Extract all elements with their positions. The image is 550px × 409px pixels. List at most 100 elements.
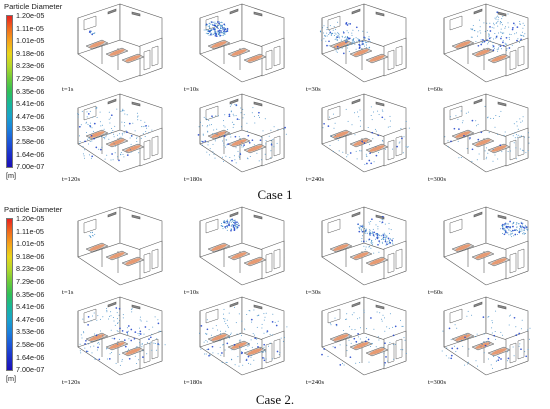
particle xyxy=(359,338,361,340)
legend-tick: 4.47e-06 xyxy=(16,314,45,324)
particle xyxy=(381,116,384,119)
particle xyxy=(256,337,258,339)
particle xyxy=(116,330,118,332)
particle xyxy=(106,310,108,311)
particle xyxy=(335,28,337,30)
particle xyxy=(227,326,229,328)
particle xyxy=(336,325,338,327)
particle xyxy=(351,314,353,316)
particle xyxy=(516,226,518,228)
particle xyxy=(484,150,486,152)
particle xyxy=(442,330,444,332)
particle xyxy=(226,28,229,30)
particle xyxy=(235,147,237,149)
particle xyxy=(223,313,224,315)
particle xyxy=(206,24,208,26)
particle xyxy=(497,19,499,21)
particle xyxy=(271,321,274,323)
time-label: t=10s xyxy=(184,289,199,296)
particle xyxy=(225,146,227,148)
floor-edge xyxy=(77,346,121,376)
particle xyxy=(283,128,285,130)
particle xyxy=(148,329,150,331)
particle xyxy=(508,38,510,40)
particle xyxy=(227,129,229,131)
particle xyxy=(329,31,332,34)
particle xyxy=(337,21,339,23)
particle xyxy=(205,118,207,120)
particle xyxy=(333,35,335,36)
particle xyxy=(257,346,259,348)
patient-body xyxy=(211,131,227,138)
particle xyxy=(517,134,519,136)
particle xyxy=(238,155,240,157)
particle xyxy=(382,237,384,239)
particle xyxy=(520,328,522,330)
front-partition xyxy=(505,127,529,167)
patient-body xyxy=(125,348,141,355)
particle xyxy=(370,115,372,116)
particle xyxy=(254,334,255,336)
particle xyxy=(381,238,383,240)
front-partition xyxy=(139,127,163,167)
particle xyxy=(359,228,361,229)
particle xyxy=(527,329,529,331)
particle xyxy=(99,121,101,123)
legend-tick: 1.11e-05 xyxy=(16,226,44,236)
particle xyxy=(250,339,252,341)
particle xyxy=(213,32,215,34)
particle xyxy=(468,348,470,350)
particle xyxy=(373,231,376,234)
door-outline xyxy=(273,135,281,157)
particle xyxy=(488,341,490,343)
particle xyxy=(487,43,489,45)
particle xyxy=(502,41,504,44)
particle xyxy=(513,142,515,144)
patient-body xyxy=(455,41,471,48)
particle xyxy=(335,33,337,35)
particle xyxy=(261,323,263,325)
particle xyxy=(381,320,383,322)
patient-body xyxy=(491,348,507,355)
door-outline xyxy=(151,135,159,157)
particle xyxy=(209,27,211,29)
particle xyxy=(454,345,456,347)
particle xyxy=(466,148,468,150)
particle xyxy=(512,225,514,228)
particle xyxy=(219,34,222,37)
particle xyxy=(140,137,142,139)
particle xyxy=(273,126,275,128)
particle xyxy=(383,239,385,241)
particle xyxy=(105,134,107,136)
particle xyxy=(241,145,243,146)
particle xyxy=(212,21,214,23)
particle xyxy=(137,116,138,118)
particle xyxy=(364,163,366,165)
particle xyxy=(354,43,356,45)
particle xyxy=(239,157,240,159)
particle xyxy=(251,139,254,142)
particle xyxy=(122,317,124,319)
particle xyxy=(248,362,249,364)
particle xyxy=(355,340,358,343)
particle xyxy=(77,116,79,118)
particle xyxy=(342,151,344,153)
particle xyxy=(492,49,495,51)
particle xyxy=(85,122,87,124)
patient-body xyxy=(353,139,369,146)
particle xyxy=(205,333,207,335)
particle xyxy=(200,325,203,327)
particle xyxy=(491,332,493,334)
particle xyxy=(117,156,119,158)
particle xyxy=(490,49,492,51)
particle xyxy=(238,222,239,224)
particle xyxy=(157,319,159,321)
particle xyxy=(120,110,122,112)
particle xyxy=(520,221,522,223)
particle xyxy=(465,334,467,336)
particle xyxy=(323,122,325,125)
particle xyxy=(270,150,272,152)
particle xyxy=(95,108,97,110)
particle xyxy=(230,229,232,232)
particle xyxy=(128,357,131,360)
